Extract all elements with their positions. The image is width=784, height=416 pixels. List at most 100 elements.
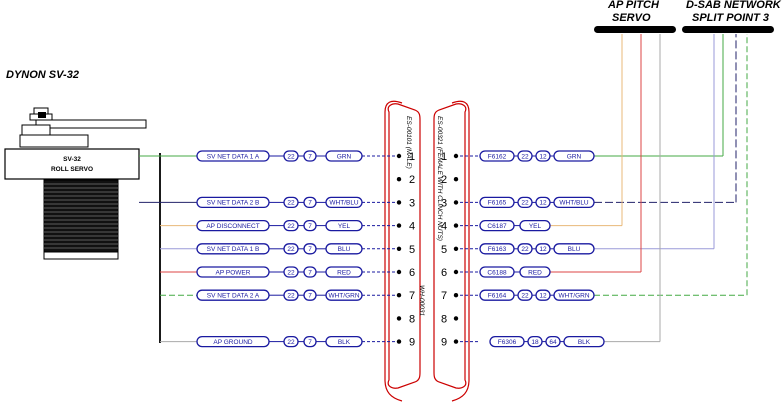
servo-label-2: ROLL SERVO [51, 166, 93, 173]
left-color-9-text: BLK [338, 339, 351, 346]
left-signal-6-text: AP POWER [216, 269, 251, 276]
female-pin-dot-5 [453, 246, 459, 251]
right-color-7-shape [553, 289, 595, 301]
left-gauge-9-text: 22 [287, 339, 295, 346]
servo-label-1: SV-32 [63, 156, 81, 163]
dynon-title: DYNON SV-32 [6, 69, 79, 81]
male-pin-number-4: 4 [409, 221, 415, 233]
female-pin-dot-9 [453, 339, 459, 344]
female-pin-number-1: 1 [441, 151, 447, 163]
left-gauge-3-text: 22 [287, 200, 295, 207]
female-pin-number-5: 5 [441, 244, 447, 256]
left-color-5-text: BLU [338, 246, 351, 253]
left-code-3-text: 7 [308, 200, 312, 207]
right-code-3-text: 12 [539, 200, 547, 207]
right-color-4-shape [519, 219, 551, 232]
right-color-6-shape [519, 266, 551, 278]
left-code-5-text: 7 [308, 246, 312, 253]
left-code-6-text: 7 [308, 269, 312, 276]
left-signal-3-text: SV NET DATA 2 B [207, 200, 260, 207]
right-color-5-shape [553, 243, 595, 255]
right-part-7-text: F6164 [488, 293, 507, 300]
left-signal-4-text: AP DISCONNECT [206, 223, 259, 230]
right-gauge-5-text: 22 [521, 246, 529, 253]
female-pin-dot-8 [453, 316, 459, 321]
left-signal-9-text: AP GROUND [213, 339, 253, 346]
female-connector-label: ES-00321 (FEMALE WITH CLINCH NUTS) [436, 116, 443, 241]
male-pin-number-3: 3 [409, 197, 415, 209]
right-part-3-text: F6165 [488, 200, 507, 207]
right-gauge-7-text: 22 [521, 293, 529, 300]
female-pin-number-9: 9 [441, 337, 447, 349]
left-gauge-7-text: 22 [287, 293, 295, 300]
male-pin-dot-2 [396, 177, 402, 182]
male-pin-number-8: 8 [409, 313, 415, 325]
male-pin-number-2: 2 [409, 174, 415, 186]
left-color-1-text: GRN [337, 153, 352, 160]
male-pin-dot-3 [396, 200, 402, 205]
male-pin-dot-4 [396, 223, 402, 228]
left-signal-1-text: SV NET DATA 1 A [207, 153, 260, 160]
right-part-1-text: F6162 [488, 153, 507, 160]
left-code-4-text: 7 [308, 223, 312, 230]
female-pin-number-8: 8 [441, 313, 447, 325]
right-color-4-text: YEL [529, 223, 542, 230]
left-code-7-text: 7 [308, 293, 312, 300]
male-pin-dot-8 [396, 316, 402, 321]
male-pin-dot-7 [396, 293, 402, 298]
right-code-5-text: 12 [539, 246, 547, 253]
left-code-1-text: 7 [308, 153, 312, 160]
dsab-title-2: SPLIT POINT 3 [692, 12, 769, 24]
wires [139, 34, 748, 343]
male-connector-shell [384, 100, 421, 402]
left-signal-5-text: SV NET DATA 1 B [207, 246, 260, 253]
female-pin-number-4: 4 [441, 221, 447, 233]
ap-pitch-connector-bar [594, 26, 676, 33]
female-pin-number-2: 2 [441, 174, 447, 186]
right-gauge-3-text: 22 [521, 200, 529, 207]
female-pin-number-7: 7 [441, 290, 447, 302]
right-color-6-text: RED [528, 269, 542, 276]
left-color-4-text: YEL [338, 223, 351, 230]
dsab-connector-bar [682, 26, 774, 33]
female-pin-number-3: 3 [441, 197, 447, 209]
female-pin-dot-3 [453, 200, 459, 205]
left-color-7-text: WHT/GRN [328, 293, 359, 300]
left-color-6-text: RED [337, 269, 351, 276]
right-part-6-text: C6188 [487, 269, 507, 276]
right-gauge-1-text: 22 [521, 153, 529, 160]
male-pin-dot-5 [396, 246, 402, 251]
left-code-9-text: 7 [308, 339, 312, 346]
male-pin-number-9: 9 [409, 337, 415, 349]
right-part-5-text: F6163 [488, 246, 507, 253]
right-gauge-9-text: 18 [531, 339, 539, 346]
right-color-7-text: WHT/GRN [558, 293, 589, 300]
right-color-5-text: BLU [568, 246, 581, 253]
female-pin-dot-4 [453, 223, 459, 228]
right-part-9-text: F6306 [498, 339, 517, 346]
roll-servo-drawing: SV-32 ROLL SERVO [4, 107, 147, 260]
left-gauge-5-text: 22 [287, 246, 295, 253]
right-color-1-shape [553, 150, 595, 162]
female-connector-shell [433, 100, 470, 402]
male-connector-label: ES-00101 (MALE) [405, 116, 412, 169]
female-pin-dot-2 [453, 177, 459, 182]
male-pin-number-7: 7 [409, 290, 415, 302]
hood-label: WH-00031 [418, 285, 425, 316]
right-color-1-text: GRN [567, 153, 582, 160]
left-color-3-text: WHT/BLU [329, 200, 359, 207]
female-pin-dot-7 [453, 293, 459, 298]
female-pin-dot-6 [453, 269, 459, 275]
left-gauge-6-text: 22 [287, 269, 295, 276]
male-pin-number-6: 6 [409, 267, 415, 279]
right-color-9-text: BLK [578, 339, 591, 346]
